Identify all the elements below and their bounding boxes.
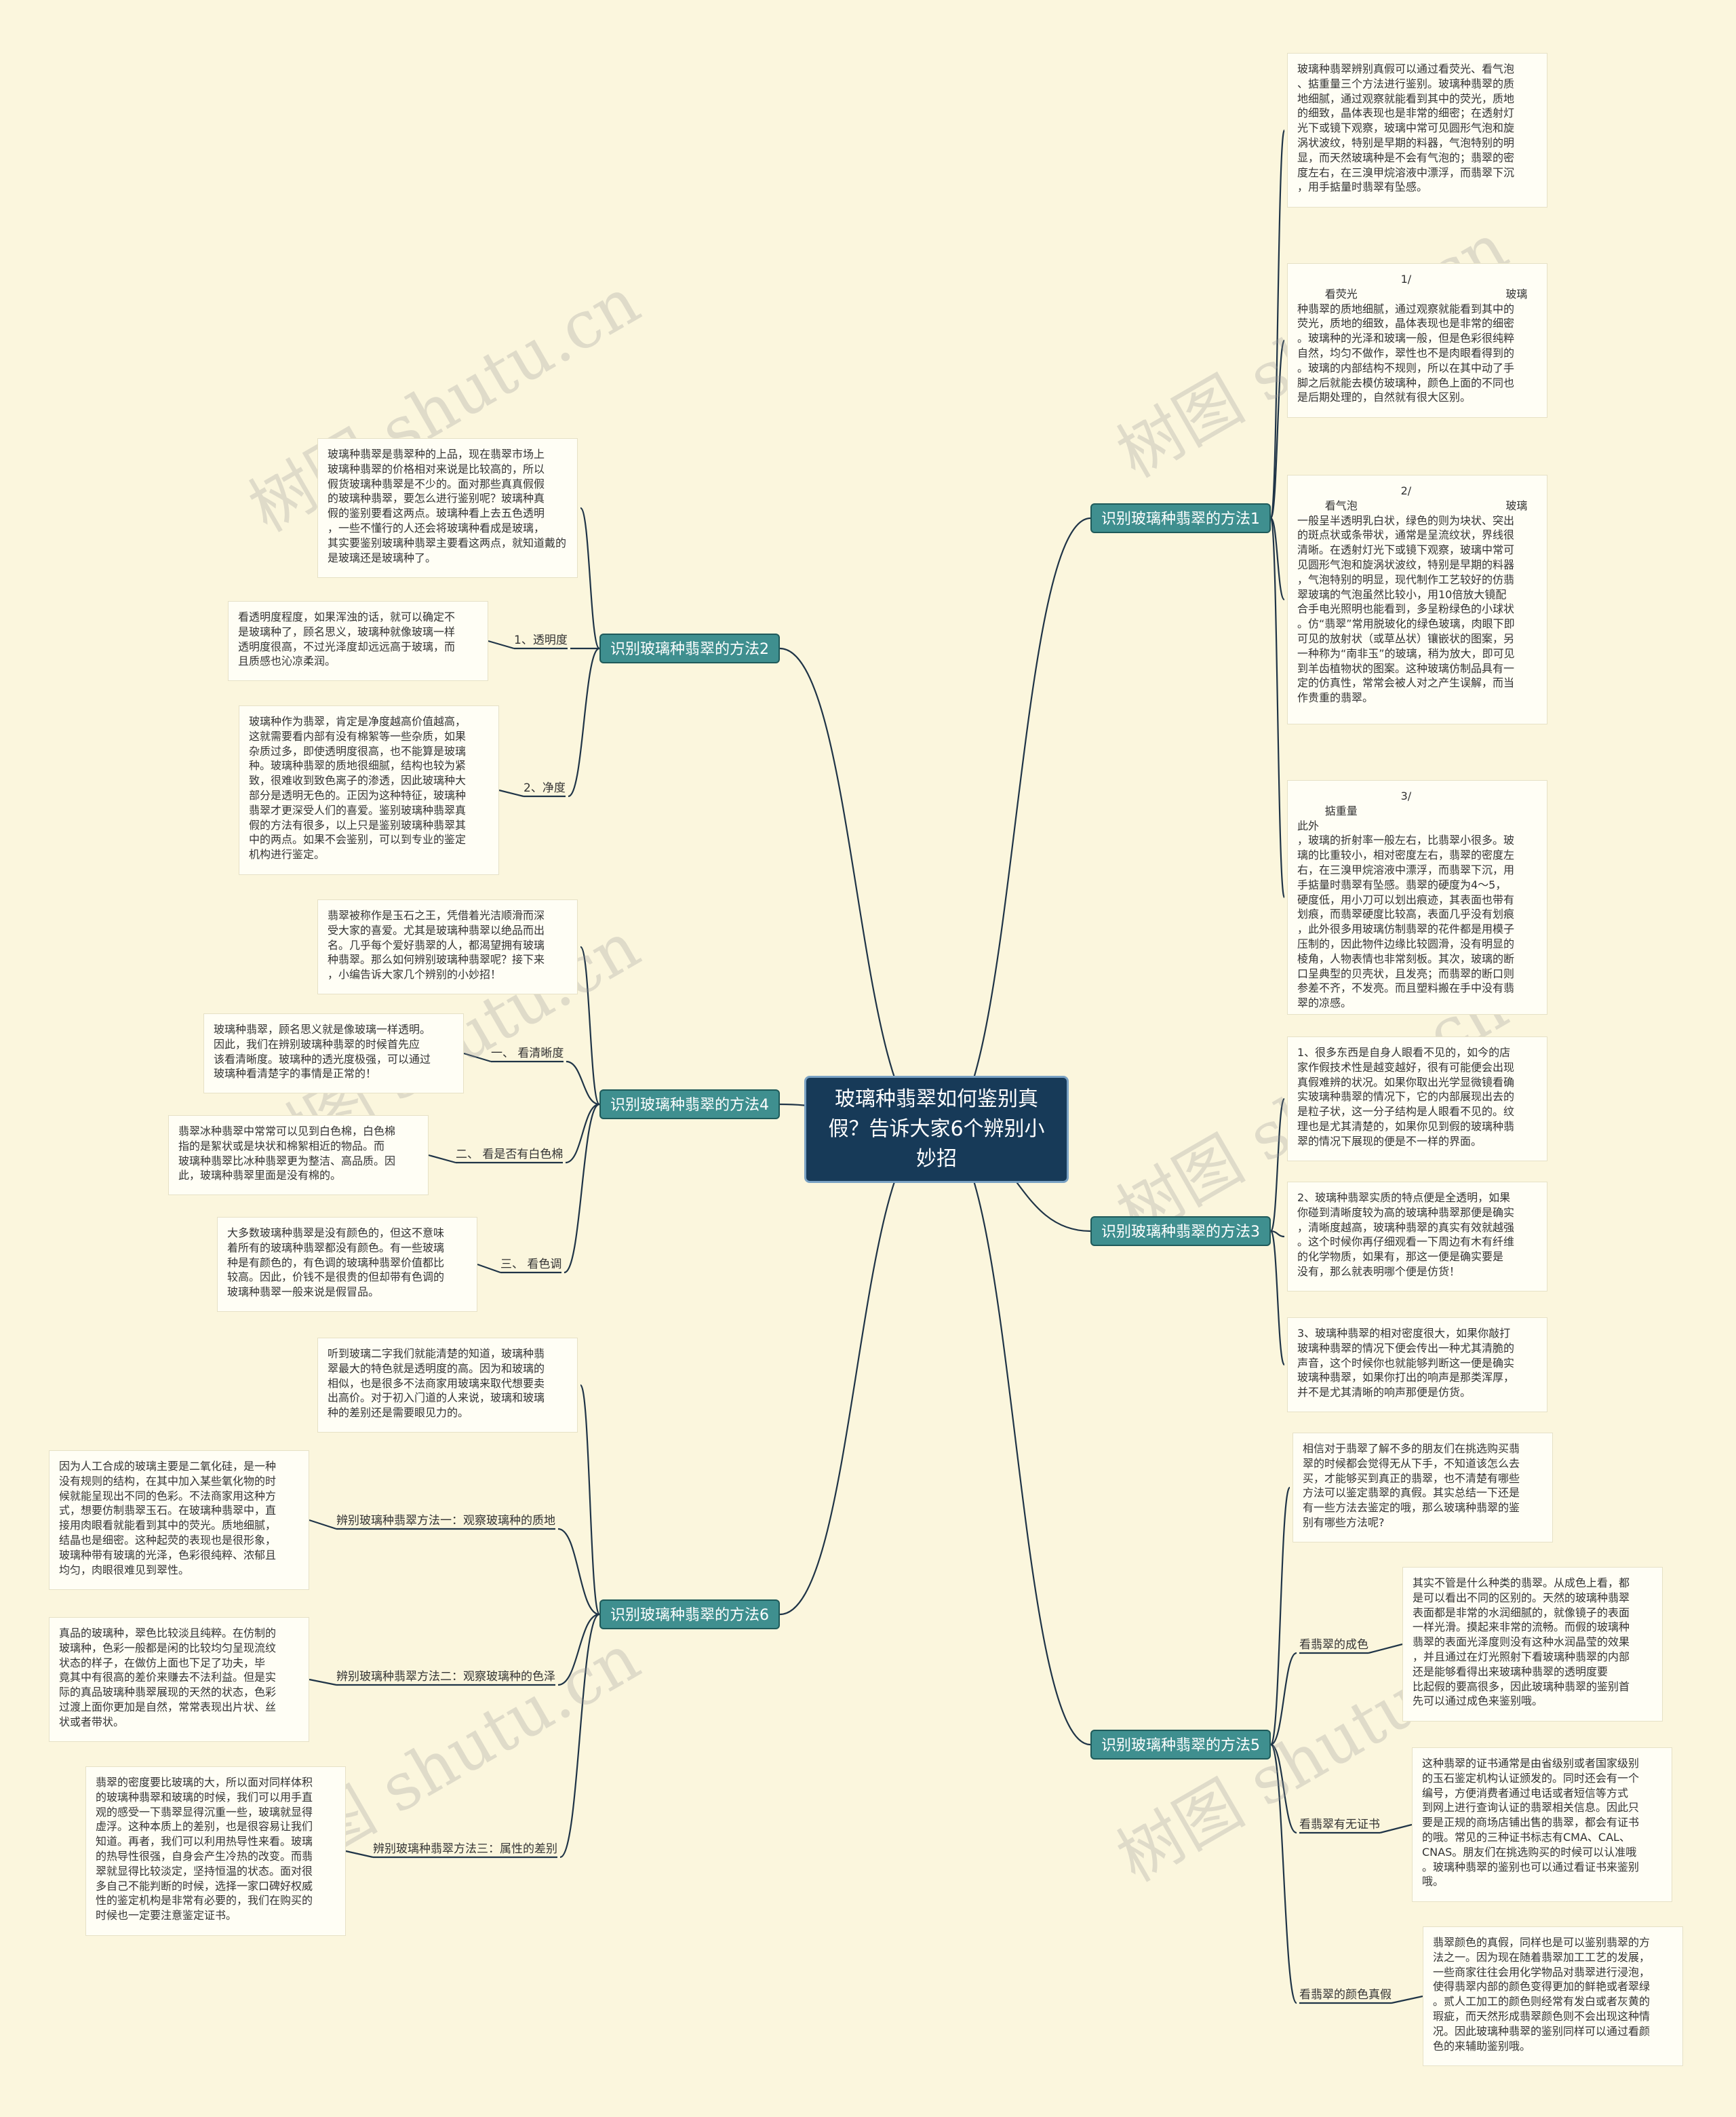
subtopic-clarity[interactable]: 一、 看清晰度 (491, 1047, 564, 1060)
connector (1269, 517, 1286, 899)
connector (463, 1052, 492, 1063)
branch-method-3[interactable]: 识别玻璃种翡翠的方法3 (1090, 1216, 1271, 1246)
connector (309, 1519, 337, 1530)
connector (566, 1060, 600, 1106)
connector (1270, 1652, 1297, 1746)
leaf-note: 真品的玻璃种，翠色比较淡且纯粹。在仿制的 玻璃种，色彩一般都是闲的比较均匀呈现流… (49, 1617, 309, 1742)
connector (1379, 1823, 1413, 1834)
connector (1269, 129, 1286, 520)
subtopic-luster[interactable]: 辨别玻璃种翡翠方法二：观察玻璃种的色泽 (336, 1670, 555, 1684)
connector (1269, 1486, 1291, 1746)
connector (579, 1384, 601, 1616)
leaf-note: 大多数玻璃种翡翠是没有颜色的，但这不意味 着所有的玻璃种翡翠都没有颜色。有一些玻… (217, 1217, 477, 1312)
subtopic-properties[interactable]: 辨别玻璃种翡翠方法三：属性的差别 (373, 1842, 557, 1856)
leaf-note: 玻璃种作为翡翠，肯定是净度越高价值越高， 这就需要看内部有没有棉絮等一些杂质，如… (239, 705, 499, 875)
connector (779, 1128, 934, 1616)
branch-method-1[interactable]: 识别玻璃种翡翠的方法1 (1090, 503, 1271, 533)
leaf-note: 3、玻璃种翡翠的相对密度很大，如果你敲打 玻璃种翡翠的情况下便会传出一种尤其清脆… (1287, 1317, 1547, 1412)
subtopic-certificate[interactable]: 看翡翠有无证书 (1299, 1818, 1380, 1831)
connector (428, 1154, 456, 1164)
leaf-note: 翡翠冰种翡翠中常常可以见到白色棉，白色棉 指的是絮状或是块状和棉絮相近的物品。而… (168, 1115, 429, 1195)
connector (1391, 1995, 1423, 2004)
branch-method-6[interactable]: 识别玻璃种翡翠的方法6 (599, 1599, 780, 1629)
branch-method-4[interactable]: 识别玻璃种翡翠的方法4 (599, 1089, 780, 1119)
connector (579, 946, 601, 1106)
leaf-note: 3/ 掂重量 此外 ，玻璃的折射率一般左右，比翡翠小很多。玻 璃的比重较小，相对… (1287, 780, 1547, 1015)
leaf-note: 1/ 看荧光 玻璃 种翡翠的质地细腻，通过观察就能看到其中的 荧光，质地的细致，… (1287, 263, 1547, 418)
connector (309, 1678, 337, 1686)
leaf-note: 2、玻璃种翡翠实质的特点便是全透明，如果 你碰到清晰度较为高的玻璃种翡翠那便是确… (1287, 1182, 1547, 1291)
leaf-note: 玻璃种翡翠，顾名思义就是像玻璃一样透明。 因此，我们在辨别玻璃种翡翠的时候首先应… (203, 1013, 464, 1093)
connector (1368, 1643, 1403, 1654)
connector (565, 1103, 600, 1164)
connector (557, 1528, 600, 1616)
leaf-note: 看透明度程度，如果浑浊的话，就可以确定不 是玻璃种了，顾名思义，玻璃种就像玻璃一… (228, 601, 488, 681)
leaf-note: 其实不管是什么种类的翡翠。从成色上看，都 是可以看出不同的区别的。天然的玻璃种翡… (1402, 1567, 1663, 1722)
subtopic-texture[interactable]: 辨别玻璃种翡翠方法一：观察玻璃种的质地 (336, 1514, 555, 1528)
leaf-note: 2/ 看气泡 玻璃 一般呈半透明乳白状，绿色的则为块状、突出 的斑点状或条带状，… (1287, 475, 1547, 724)
subtopic-quality[interactable]: 看翡翠的成色 (1299, 1638, 1368, 1652)
connector (477, 1263, 501, 1274)
leaf-note: 翡翠颜色的真假，同样也是可以鉴别翡翠的方 法之一。因为现在随着翡翠加工工艺的发展… (1423, 1926, 1683, 2066)
connector (1270, 1230, 1285, 1238)
leaf-note: 听到玻璃二字我们就能清楚的知道，玻璃种翡 翠最大的特色就是透明度的高。因为和玻璃… (317, 1338, 578, 1433)
connector (498, 789, 524, 798)
connector (345, 1850, 374, 1859)
subtopic-purity[interactable]: 2、净度 (524, 781, 566, 795)
subtopic-tone[interactable]: 三、 看色调 (500, 1258, 562, 1271)
connector (1269, 339, 1286, 520)
connector (1269, 1743, 1298, 2004)
connector (1269, 517, 1286, 601)
connector (568, 647, 600, 798)
connector (779, 647, 934, 1131)
branch-method-5[interactable]: 识别玻璃种翡翠的方法5 (1090, 1730, 1271, 1760)
connector (557, 1613, 600, 1686)
connector (579, 507, 601, 650)
subtopic-white-cotton[interactable]: 二、 看是否有白色棉 (456, 1148, 564, 1161)
subtopic-clarity[interactable]: 1、透明度 (514, 634, 568, 647)
leaf-note: 1、很多东西是自身人眼看不见的，如今的店 家作假技术性是越变越好，很有可能便会出… (1287, 1036, 1547, 1161)
central-topic[interactable]: 玻璃种翡翠如何鉴别真假？告诉大家6个辨别小妙招 (804, 1076, 1069, 1183)
branch-method-2[interactable]: 识别玻璃种翡翠的方法2 (599, 634, 780, 663)
leaf-note: 翡翠的密度要比玻璃的大，所以面对同样体积 的玻璃种翡翠和玻璃的时候，我们可以用手… (85, 1766, 346, 1936)
leaf-note: 玻璃种翡翠是翡翠种的上品，现在翡翠市场上 玻璃种翡翠的价格相对来说是比较高的，所… (317, 438, 578, 578)
leaf-note: 玻璃种翡翠辨别真假可以通过看荧光、看气泡 、掂重量三个方法进行鉴别。玻璃种翡翠的… (1287, 53, 1547, 208)
connector (939, 517, 1091, 1131)
leaf-note: 相信对于翡翠了解不多的朋友们在挑选购买翡 翠的时候都会觉得无从下手，不知道该怎么… (1293, 1433, 1553, 1542)
connector (939, 1128, 1091, 1746)
leaf-note: 因为人工合成的玻璃主要是二氧化硅，是一种 没有规则的结构，在其中加入某些氧化物的… (49, 1450, 309, 1590)
subtopic-color[interactable]: 看翡翠的颜色真假 (1299, 1988, 1392, 2002)
connector (559, 1613, 600, 1859)
connector (488, 640, 515, 650)
connector (1269, 1098, 1286, 1232)
connector (564, 1103, 600, 1274)
connector (1269, 1230, 1286, 1366)
leaf-note: 这种翡翠的证书通常是由省级别或者国家级别 的玉石鉴定机构认证颁发的。同时还会有一… (1412, 1747, 1672, 1902)
leaf-note: 翡翠被称作是玉石之王，凭借着光洁顺滑而深 受大家的喜爱。尤其是玻璃种翡翠以绝品而… (317, 899, 578, 994)
connector (1270, 1743, 1297, 1834)
